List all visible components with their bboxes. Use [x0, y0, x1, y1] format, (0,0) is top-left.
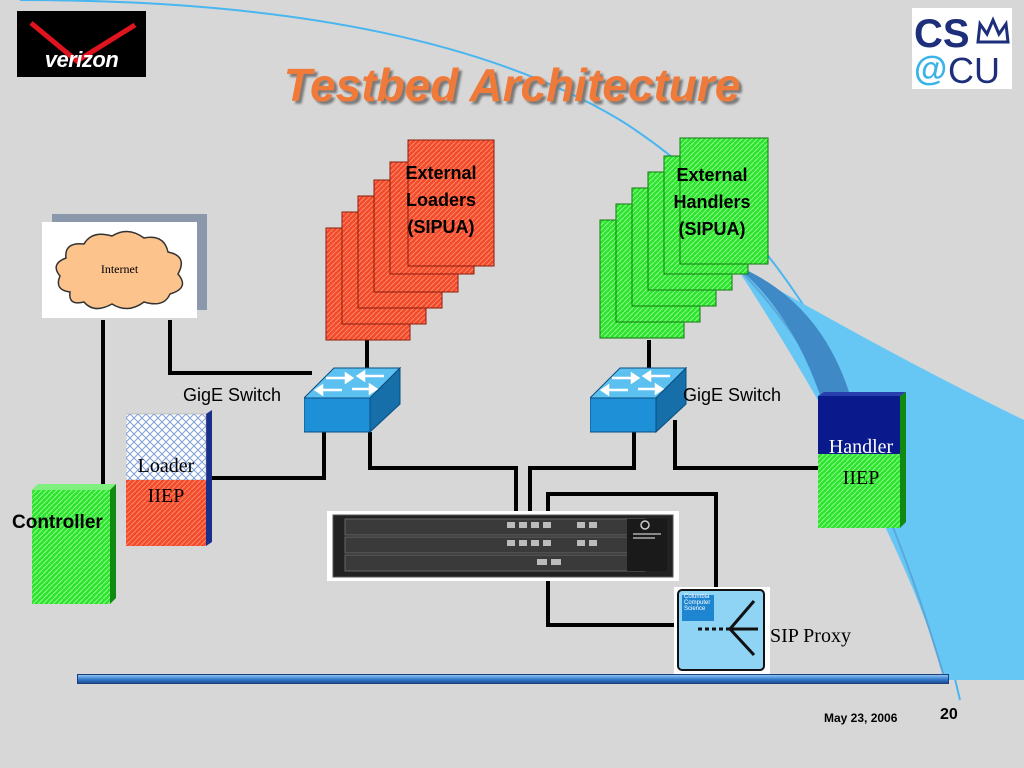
loader-label: Loader — [137, 455, 195, 477]
columbia-cs-logo: CS @ CU — [912, 8, 1012, 91]
sip-proxy-badge-line3: Science — [684, 606, 706, 612]
server-proxy-link — [546, 492, 718, 590]
loader-switch-link — [210, 430, 326, 480]
sip-proxy-label: SIP Proxy — [770, 625, 851, 647]
left-switch-server-link — [368, 432, 518, 512]
handler-iiep-box — [818, 392, 906, 528]
central-server-device — [327, 511, 679, 581]
external-handlers-label-line1: External — [676, 165, 748, 185]
external-handlers-stack — [599, 137, 769, 339]
handler-iiep-label: IIEP — [842, 467, 880, 489]
handler-label: Handler — [828, 436, 894, 458]
sip-proxy-device — [674, 587, 770, 675]
controller-box — [32, 484, 116, 604]
right-switch-server-link — [528, 432, 636, 512]
external-loaders-label-line1: External — [405, 163, 477, 183]
gige-switch-right-label: GigE Switch — [683, 385, 782, 405]
server-proxy-link-2 — [546, 570, 680, 627]
loader-iiep-box — [126, 410, 212, 546]
cu-logo-text: CU — [948, 50, 1000, 91]
verizon-logo-text: verizon — [44, 47, 119, 72]
crown-icon — [976, 16, 1010, 44]
internet-label: Internet — [100, 262, 139, 276]
internet-switch-link — [168, 320, 312, 375]
footer-date: May 23, 2006 — [824, 711, 898, 725]
verizon-logo: verizon — [17, 11, 146, 77]
cloud-icon — [55, 230, 184, 310]
gige-switch-left-icon — [304, 366, 402, 434]
external-loaders-label: External Loaders (SIPUA) — [392, 160, 490, 241]
page-number: 20 — [940, 706, 958, 723]
switch-handler-link — [673, 420, 820, 470]
at-logo-text: @ — [914, 50, 948, 88]
external-loaders-label-line3: (SIPUA) — [407, 217, 475, 237]
footer-bar — [77, 674, 949, 684]
external-handlers-label-line3: (SIPUA) — [678, 219, 746, 239]
external-loaders-stack — [325, 139, 495, 341]
internet-box: Internet — [42, 222, 197, 318]
sip-proxy-badge-line1: Columbia — [684, 594, 710, 600]
gige-switch-right-icon — [590, 366, 688, 434]
loader-iiep-label: IIEP — [147, 485, 185, 507]
sip-proxy-badge: Columbia Computer Science — [684, 594, 716, 612]
slide-title: Testbed Architecture — [283, 59, 741, 111]
external-handlers-label: External Handlers (SIPUA) — [660, 162, 764, 243]
sip-proxy-badge-line2: Computer — [684, 600, 711, 606]
gige-switch-left-label: GigE Switch — [183, 385, 282, 405]
cs-logo-text: CS — [914, 12, 970, 56]
external-loaders-label-line2: Loaders — [405, 190, 477, 210]
controller-label: Controller — [12, 512, 103, 533]
external-handlers-label-line2: Handlers — [673, 192, 751, 212]
